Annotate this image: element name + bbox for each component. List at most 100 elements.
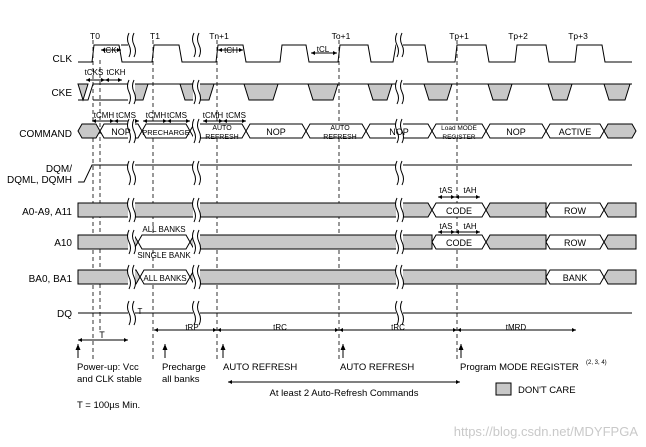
address-dont-care [603,202,637,218]
time-break-mark [132,79,136,105]
time-break-mark [395,229,399,255]
trc-label: tRC [273,323,287,332]
time-break-mark [197,264,201,290]
a10-all-banks [137,234,191,250]
tch-arrow-head [239,48,243,52]
tah-arrow-head [476,230,480,234]
tas-arrow-head [451,230,455,234]
legend-dont-care-swatch [495,382,512,396]
time-break-mark-gap [193,80,200,104]
time-break-mark-gap [396,80,403,104]
time-break-mark [132,197,136,223]
command-label-nop: NOP [506,127,526,137]
command-label-precharge: PRECHARGE [142,128,190,137]
time-break-mark [400,300,404,326]
time-break-mark [395,160,399,186]
tas-arrow-head [438,230,442,234]
command-label-auto: AUTO [330,125,350,132]
time-break-mark-gap [128,161,135,185]
time-break-mark [132,264,136,290]
time-break-mark [197,300,201,326]
time-break-mark-gap [128,80,135,104]
time-break-mark-gap [396,119,403,143]
tmrd-label: tMRD [506,323,527,332]
tas-label: tAS [440,222,453,231]
cke-dont-care-region [367,83,393,101]
t-interval-arrow-head [124,338,128,342]
cke-dont-care-region [547,83,573,101]
waveforms [75,32,637,396]
tcms-label: tCMS [167,111,187,120]
signal-name-clk: CLK [53,54,73,65]
cke-dont-care-region [77,83,89,102]
a10-code-label: CODE [446,238,472,248]
trp-arrow-head [213,328,217,332]
time-break-mark-gap [193,198,200,222]
auto-refresh-span-arrow-head [456,380,460,384]
tcms-arrow-head [135,119,139,123]
a10-dont-care [603,234,637,250]
signal-name-dqml: DQML, DQMH [7,175,72,186]
t-min-annotation: T = 100µs Min. [77,400,140,411]
command-label-nop: NOP [266,127,286,137]
time-break-mark-gap [193,119,200,143]
time-break-mark-gap [128,33,135,57]
time-break-mark-gap [128,198,135,222]
t-interval-arrow-head [78,338,82,342]
trp-label: tRP [185,323,198,332]
cke-dont-care-region [307,83,339,101]
trc-label: tRC [391,323,405,332]
time-break-mark [192,160,196,186]
a10-dont-care [485,234,547,250]
time-break-mark [400,32,404,58]
tcmh-arrow-head [110,119,114,123]
auto-refresh-annotation: AUTO REFRESH [340,362,414,373]
address-dont-care [485,202,547,218]
program-mode-note: (2, 3, 4) [586,360,607,366]
signal-name-a10: A10 [54,238,72,249]
command-dont-care [603,123,637,139]
dq-t-label: T [138,307,143,316]
time-break-mark [127,229,131,255]
powerup-marker-head [75,344,81,350]
time-break-mark [395,197,399,223]
time-break-mark [400,118,404,144]
tcms-arrow-head [242,119,246,123]
trc-arrow-head [335,328,339,332]
time-break-mark [192,197,196,223]
time-break-mark [132,229,136,255]
tah-label: tAH [463,186,477,195]
precharge-annotation: all banks [162,374,200,385]
trp-arrow-head [154,328,158,332]
time-break-mark-gap [128,119,135,143]
clock-edge-label: To+1 [332,31,351,41]
signal-name-bank-address: BA0, BA1 [29,274,73,285]
time-break-mark [197,229,201,255]
tcms-arrow-head [186,119,190,123]
tcmh-arrow-head [203,119,207,123]
time-break-mark [127,118,131,144]
powerup-annotation: and CLK stable [77,374,142,385]
time-break-mark [192,32,196,58]
trc-arrow-head [453,328,457,332]
time-break-mark-gap [193,265,200,289]
program-mode-marker-head [458,344,464,350]
time-break-mark [197,118,201,144]
auto-refresh-span-arrow-head [228,380,232,384]
time-break-mark [395,118,399,144]
time-break-mark [192,79,196,105]
clock-edge-label: T0 [90,31,100,41]
time-break-mark [395,300,399,326]
time-break-mark [127,160,131,186]
clock-edge-label: T1 [150,31,160,41]
time-break-mark [400,160,404,186]
t-interval-label: T [99,330,105,340]
powerup-annotation: Power-up: Vcc [77,362,139,373]
clock-edge-label: Tn+1 [209,31,229,41]
time-break-mark-gap [396,301,403,325]
tckh-label: tCKH [106,68,125,77]
tah-arrow-head [455,195,459,199]
time-break-mark [197,197,201,223]
auto-refresh-span-label: At least 2 Auto-Refresh Commands [270,388,419,399]
